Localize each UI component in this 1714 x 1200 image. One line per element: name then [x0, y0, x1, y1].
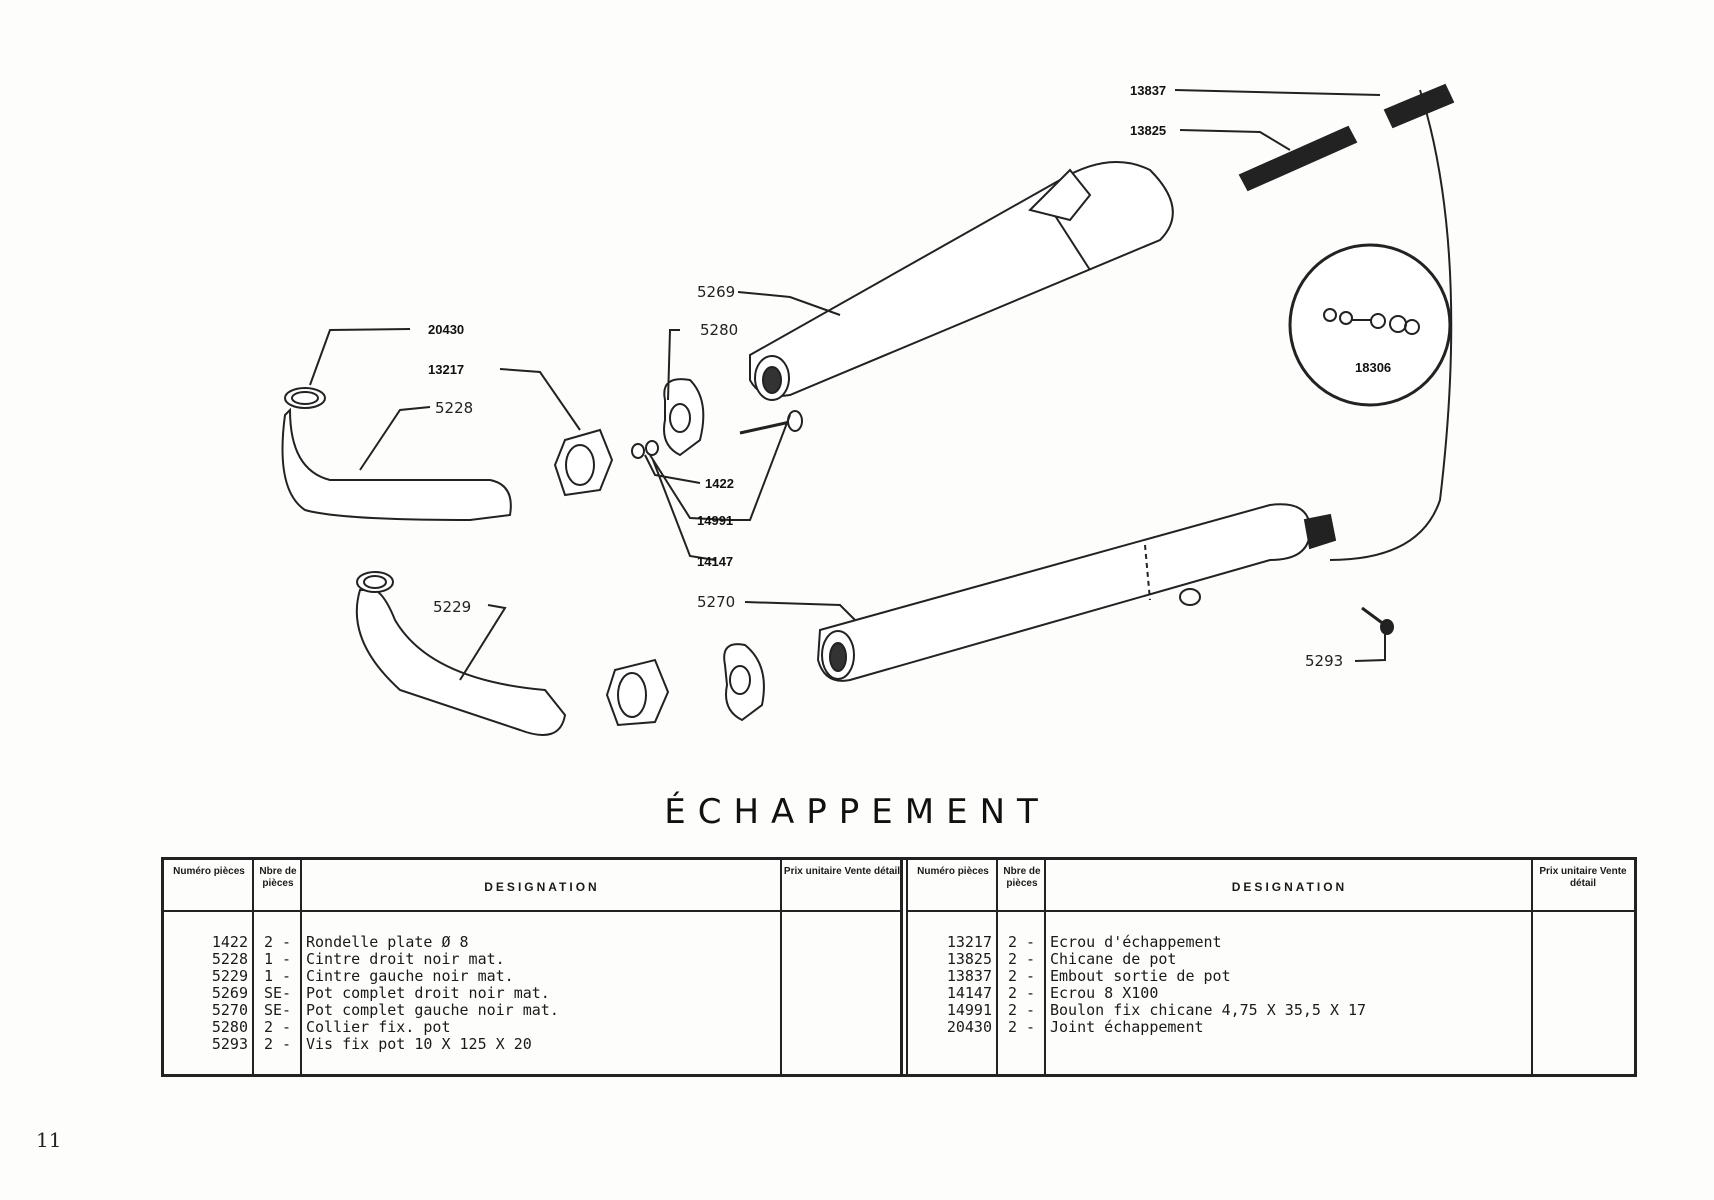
part-designation: Pot complet gauche noir mat.: [306, 1001, 559, 1019]
label-14147: 14147: [697, 554, 733, 569]
part-quantity: 2 -: [264, 933, 292, 951]
part-designation: Collier fix. pot: [306, 1018, 451, 1036]
header-designation-right: DESIGNATION: [1231, 880, 1348, 894]
table-row: 5270 SE- Pot complet gauche noir mat.: [164, 1002, 900, 1019]
label-5229: 5229: [433, 598, 471, 616]
bend-right-5228: [281, 407, 512, 522]
part-quantity: 2 -: [1008, 984, 1036, 1002]
label-5269: 5269: [697, 283, 735, 301]
header-num-right: Numéro pièces: [917, 866, 989, 877]
label-13837: 13837: [1130, 83, 1166, 98]
header-qty: Nbre de pièces: [259, 866, 297, 889]
label-5270: 5270: [697, 593, 735, 611]
part-number: 5280: [211, 1018, 248, 1036]
part-number: 5228: [211, 950, 248, 968]
table-row: 5229 1 - Cintre gauche noir mat.: [164, 968, 900, 985]
header-num: Numéro pièces: [173, 866, 245, 877]
table-row: 5293 2 - Vis fix pot 10 X 125 X 20: [164, 1036, 900, 1053]
table-row: 14147 2 - Ecrou 8 X100: [908, 985, 1634, 1002]
table-row: 13837 2 - Embout sortie de pot: [908, 968, 1634, 985]
part-number: 5229: [211, 967, 248, 985]
label-20430: 20430: [428, 322, 464, 337]
part-designation: Joint échappement: [1050, 1018, 1204, 1036]
part-number: 5270: [211, 1001, 248, 1019]
muffler-right-5269: [749, 161, 1174, 397]
part-quantity: 2 -: [1008, 1001, 1036, 1019]
label-13825: 13825: [1130, 123, 1166, 138]
parts-table-left: Numéro pièces Nbre de pièces DESIGNATION…: [164, 860, 903, 1074]
part-designation: Cintre droit noir mat.: [306, 950, 505, 968]
part-number: 5293: [211, 1035, 248, 1053]
table-row: 1422 2 - Rondelle plate Ø 8: [164, 934, 900, 951]
header-qty-right: Nbre de pièces: [1003, 866, 1041, 889]
part-designation: Vis fix pot 10 X 125 X 20: [306, 1035, 532, 1053]
part-designation: Rondelle plate Ø 8: [306, 933, 469, 951]
table-row: 5269 SE- Pot complet droit noir mat.: [164, 985, 900, 1002]
part-number: 14991: [946, 1001, 992, 1019]
exhaust-exploded-diagram: 13837 13825 5269 5280 20430 13217 5228 1…: [281, 83, 1455, 736]
detail-circle-18306: [1288, 243, 1452, 407]
part-quantity: SE-: [264, 1001, 292, 1019]
part-quantity: 2 -: [1008, 933, 1036, 951]
baffle-13825: [1238, 125, 1358, 192]
parts-table-right: Numéro pièces Nbre de pièces DESIGNATION…: [906, 860, 1634, 1074]
part-quantity: 2 -: [1008, 950, 1036, 968]
part-quantity: 1 -: [264, 950, 292, 968]
header-price: Prix unitaire Vente détail: [783, 866, 901, 877]
bend-left-5229: [355, 589, 567, 736]
part-designation: Pot complet droit noir mat.: [306, 984, 550, 1002]
label-5280: 5280: [700, 321, 738, 339]
page-title: ÉCHAPPEMENT: [664, 792, 1050, 832]
part-quantity: 1 -: [264, 967, 292, 985]
header-price-right: Prix unitaire Vente détail: [1539, 866, 1627, 889]
label-13217: 13217: [428, 362, 464, 377]
tip-13837: [1383, 83, 1455, 129]
part-designation: Chicane de pot: [1050, 950, 1177, 968]
part-number: 13825: [946, 950, 992, 968]
label-5293: 5293: [1305, 652, 1343, 670]
right-rows: 13217 2 - Ecrou d'échappement 13825 2 - Chica…: [908, 934, 1634, 1036]
collar-5280: [663, 378, 705, 457]
part-number: 13837: [946, 967, 992, 985]
part-quantity: 2 -: [1008, 967, 1036, 985]
table-row: 5280 2 - Collier fix. pot: [164, 1019, 900, 1036]
label-1422: 1422: [705, 476, 734, 491]
parts-table: Numéro pièces Nbre de pièces DESIGNATION…: [161, 857, 1637, 1077]
label-18306: 18306: [1355, 360, 1391, 375]
label-5228: 5228: [435, 399, 473, 417]
part-quantity: 2 -: [264, 1018, 292, 1036]
muffler-left-5270: [816, 503, 1312, 682]
table-row: 14991 2 - Boulon fix chicane 4,75 X 35,5 X…: [908, 1002, 1634, 1019]
part-number: 13217: [946, 933, 992, 951]
table-row: 5228 1 - Cintre droit noir mat.: [164, 951, 900, 968]
part-designation: Ecrou 8 X100: [1050, 984, 1159, 1002]
header-designation: DESIGNATION: [484, 880, 600, 894]
table-row: 20430 2 - Joint échappement: [908, 1019, 1634, 1036]
part-number: 5269: [211, 984, 248, 1002]
page-number: 11: [36, 1128, 62, 1152]
label-14991: 14991: [697, 513, 733, 528]
part-designation: Ecrou d'échappement: [1050, 933, 1222, 951]
part-designation: Embout sortie de pot: [1050, 967, 1231, 985]
part-number: 14147: [946, 984, 992, 1002]
part-designation: Boulon fix chicane 4,75 X 35,5 X 17: [1050, 1001, 1367, 1019]
part-quantity: 2 -: [1008, 1018, 1036, 1036]
part-number: 1422: [211, 933, 248, 951]
part-quantity: 2 -: [264, 1035, 292, 1053]
left-rows: 1422 2 - Rondelle plate Ø 8 5228 1 - Cintre d…: [164, 934, 900, 1053]
part-number: 20430: [946, 1018, 992, 1036]
table-row: 13217 2 - Ecrou d'échappement: [908, 934, 1634, 951]
part-designation: Cintre gauche noir mat.: [306, 967, 514, 985]
part-quantity: SE-: [264, 984, 292, 1002]
table-row: 13825 2 - Chicane de pot: [908, 951, 1634, 968]
